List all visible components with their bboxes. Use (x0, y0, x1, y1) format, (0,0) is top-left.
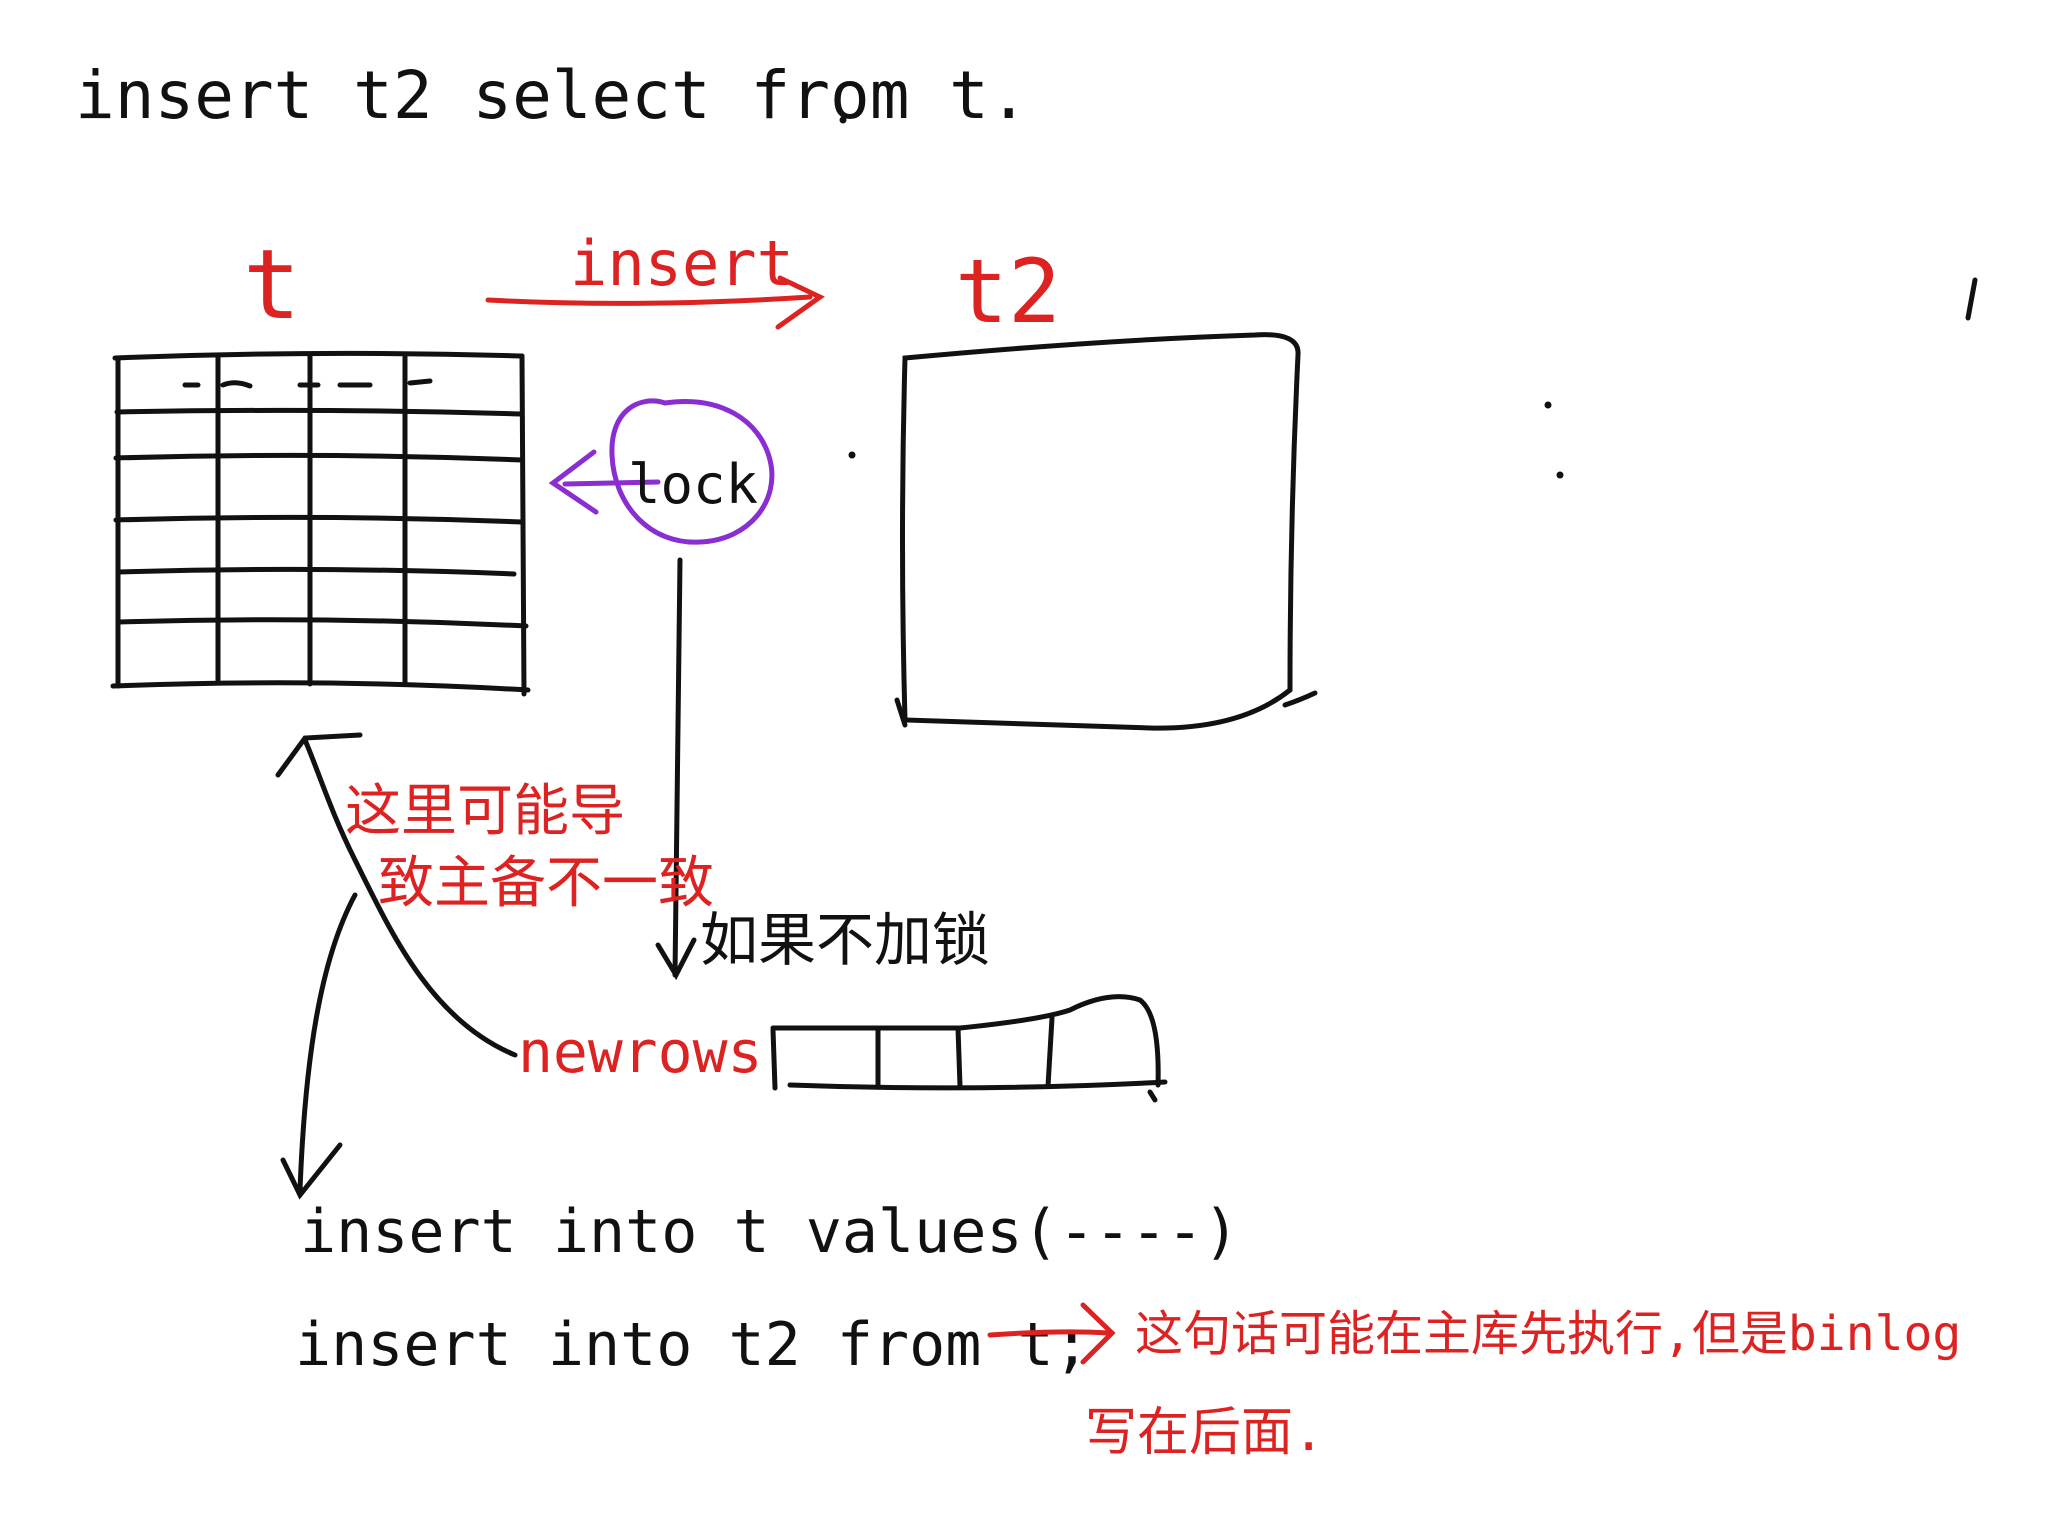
diagram-title: insert t2 select from t. (75, 57, 1029, 134)
stray-marks (839, 116, 1978, 479)
lock-arrow (548, 449, 661, 515)
lock-circle (609, 398, 775, 545)
lock-marker (548, 398, 775, 545)
statement-1: insert into t values(----) (300, 1197, 1239, 1267)
conflict-arrow (275, 732, 518, 1058)
conflict-note-line2: 致主备不一致 (378, 851, 714, 916)
table-t-label: t (243, 229, 301, 341)
insert-arrow-label: insert (570, 227, 794, 300)
table-t2-box (894, 332, 1318, 731)
binlog-note-line2: 写在后面. (1085, 1403, 1324, 1463)
no-lock-arrow (655, 557, 697, 981)
conflict-note-line1: 这里可能导 (345, 779, 625, 844)
statement-2: insert into t2 from t; (295, 1310, 1090, 1380)
binlog-note-line1: 这句话可能在主库先执行,但是binlog (1135, 1306, 1961, 1362)
newrows-table (770, 994, 1168, 1103)
statement-arrow (280, 892, 358, 1200)
insert-arrow (485, 275, 825, 330)
newrows-label: newrows (518, 1018, 762, 1086)
table-t-grid (110, 350, 531, 697)
table-t2-label: t2 (955, 240, 1061, 343)
lock-label: lock (628, 453, 758, 516)
binlog-arrow (987, 1302, 1116, 1365)
no-lock-note: 如果不加锁 (700, 906, 990, 974)
